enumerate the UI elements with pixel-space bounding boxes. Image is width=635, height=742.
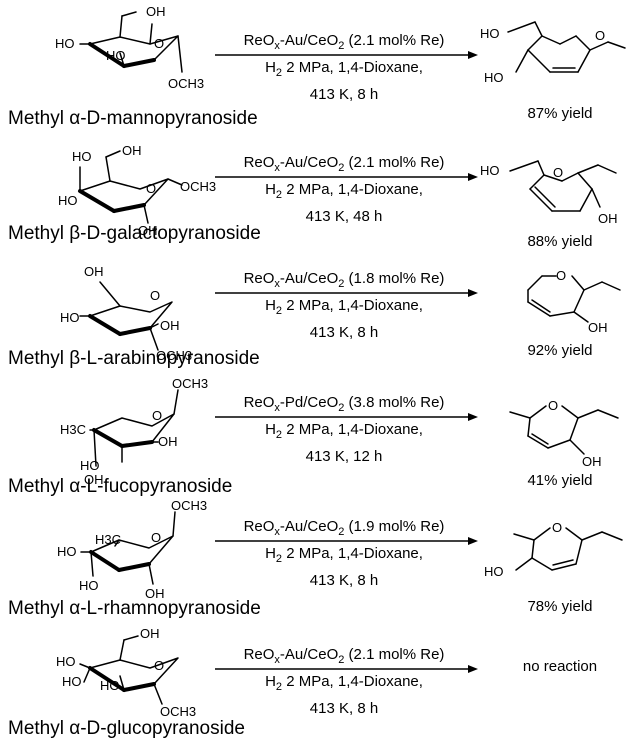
- svg-text:HO: HO: [484, 564, 504, 579]
- result-3: 92% yield: [527, 342, 593, 359]
- reaction-arrow-1: [215, 51, 478, 59]
- svg-text:OCH3: OCH3: [172, 376, 208, 391]
- svg-text:OCH3: OCH3: [180, 179, 216, 194]
- substrate-structure-5: OCH3 HO H3C HO OH O: [57, 498, 207, 601]
- svg-text:HO: HO: [55, 36, 75, 51]
- svg-text:O: O: [553, 165, 563, 180]
- svg-text:O: O: [552, 520, 562, 535]
- reaction-row-2: HO OH HO OCH3 OH O Methyl β-D-galactopyr…: [0, 125, 635, 250]
- product-structure-5: O HO: [484, 520, 623, 579]
- reaction-row-3: OH HO OH OCH3 O Methyl β-L-arabinopyrano…: [0, 250, 635, 372]
- svg-text:O: O: [154, 36, 164, 51]
- svg-text:HO: HO: [106, 48, 126, 63]
- svg-text:HO: HO: [100, 678, 120, 693]
- svg-text:HO: HO: [480, 26, 500, 41]
- svg-text:OH: OH: [84, 472, 104, 487]
- svg-text:HO: HO: [72, 149, 92, 164]
- svg-text:HO: HO: [80, 458, 100, 473]
- substrate-structure-4: OCH3 H3C OH HO OH O: [60, 376, 208, 487]
- svg-text:OH: OH: [160, 318, 180, 333]
- conditions-2: ReOx-Au/CeO2 (2.1 mol% Re) H2 2 MPa, 1,4…: [243, 154, 445, 225]
- svg-text:HO: HO: [57, 544, 77, 559]
- product-structure-2: HO OH O: [480, 160, 618, 226]
- substrate-structure-1: OH HO HO OCH3 O: [55, 4, 204, 91]
- svg-text:O: O: [595, 28, 605, 43]
- product-structure-3: O OH: [527, 268, 621, 335]
- svg-text:O: O: [146, 181, 156, 196]
- svg-text:HO: HO: [79, 578, 99, 593]
- svg-text:O: O: [556, 268, 566, 283]
- conditions-1: ReOx-Au/CeO2 (2.1 mol% Re) H2 2 MPa, 1,4…: [243, 32, 445, 103]
- svg-text:H3C: H3C: [95, 532, 121, 547]
- svg-text:OCH3: OCH3: [156, 348, 192, 363]
- svg-text:OH: OH: [158, 434, 178, 449]
- svg-text:HO: HO: [480, 163, 500, 178]
- svg-text:HO: HO: [56, 654, 76, 669]
- svg-text:OCH3: OCH3: [160, 704, 196, 719]
- svg-text:O: O: [152, 408, 162, 423]
- result-2: 88% yield: [527, 233, 593, 250]
- svg-text:O: O: [150, 288, 160, 303]
- result-5: 78% yield: [527, 598, 593, 615]
- svg-text:OH: OH: [588, 320, 608, 335]
- svg-text:OCH3: OCH3: [168, 76, 204, 91]
- substrate-name-2: Methyl β-D-galactopyranoside: [8, 223, 261, 244]
- reaction-arrow-3: [215, 289, 478, 297]
- reaction-row-6: OH HO HO HO OCH3 O Methyl α-D-glucopyran…: [0, 622, 635, 742]
- conditions-3: ReOx-Au/CeO2 (1.8 mol% Re) H2 2 MPa, 1,4…: [243, 270, 445, 341]
- substrate-structure-2: HO OH HO OCH3 OH O: [58, 143, 216, 238]
- svg-text:OH: OH: [598, 211, 618, 226]
- substrate-name-5: Methyl α-L-rhamnopyranoside: [8, 598, 261, 619]
- svg-text:O: O: [154, 658, 164, 673]
- reaction-arrow-6: [215, 665, 478, 673]
- svg-text:HO: HO: [60, 310, 80, 325]
- conditions-4: ReOx-Pd/CeO2 (3.8 mol% Re) H2 2 MPa, 1,4…: [243, 394, 445, 465]
- result-1: 87% yield: [527, 105, 593, 122]
- result-6: no reaction: [522, 658, 598, 675]
- substrate-name-1: Methyl α-D-mannopyranoside: [8, 108, 258, 129]
- reaction-row-1: OH HO HO OCH3 O Methyl α-D-mannopyranosi…: [0, 0, 635, 129]
- svg-text:OH: OH: [146, 4, 166, 19]
- reaction-row-4: OCH3 H3C OH HO OH O Methyl α-L-fucopyran…: [0, 372, 635, 498]
- svg-text:OH: OH: [582, 454, 602, 469]
- svg-text:H3C: H3C: [60, 422, 86, 437]
- svg-text:OH: OH: [140, 626, 160, 641]
- svg-text:HO: HO: [484, 70, 504, 85]
- product-structure-1: HO HO O: [480, 21, 626, 85]
- product-structure-4: O OH: [509, 398, 619, 469]
- reaction-arrow-4: [215, 413, 478, 421]
- conditions-6: ReOx-Au/CeO2 (2.1 mol% Re) H2 2 MPa, 1,4…: [243, 646, 445, 717]
- svg-text:OH: OH: [84, 264, 104, 279]
- svg-text:OH: OH: [138, 223, 158, 238]
- result-4: 41% yield: [527, 472, 593, 489]
- svg-text:OCH3: OCH3: [171, 498, 207, 513]
- svg-text:HO: HO: [62, 674, 82, 689]
- svg-text:O: O: [151, 530, 161, 545]
- substrate-structure-6: OH HO HO HO OCH3 O: [56, 626, 196, 719]
- conditions-5: ReOx-Au/CeO2 (1.9 mol% Re) H2 2 MPa, 1,4…: [243, 518, 445, 589]
- substrate-name-6: Methyl α-D-glucopyranoside: [8, 718, 245, 739]
- svg-text:OH: OH: [145, 586, 165, 601]
- svg-text:O: O: [548, 398, 558, 413]
- svg-text:OH: OH: [122, 143, 142, 158]
- substrate-structure-3: OH HO OH OCH3 O: [60, 264, 192, 363]
- reaction-arrow-2: [215, 173, 478, 181]
- substrate-name-3: Methyl β-L-arabinopyranoside: [8, 348, 260, 369]
- reaction-row-5: OCH3 HO H3C HO OH O Methyl α-L-rhamnopyr…: [0, 498, 635, 622]
- reaction-arrow-5: [215, 537, 478, 545]
- substrate-name-4: Methyl α-L-fucopyranoside: [8, 476, 233, 497]
- svg-text:HO: HO: [58, 193, 78, 208]
